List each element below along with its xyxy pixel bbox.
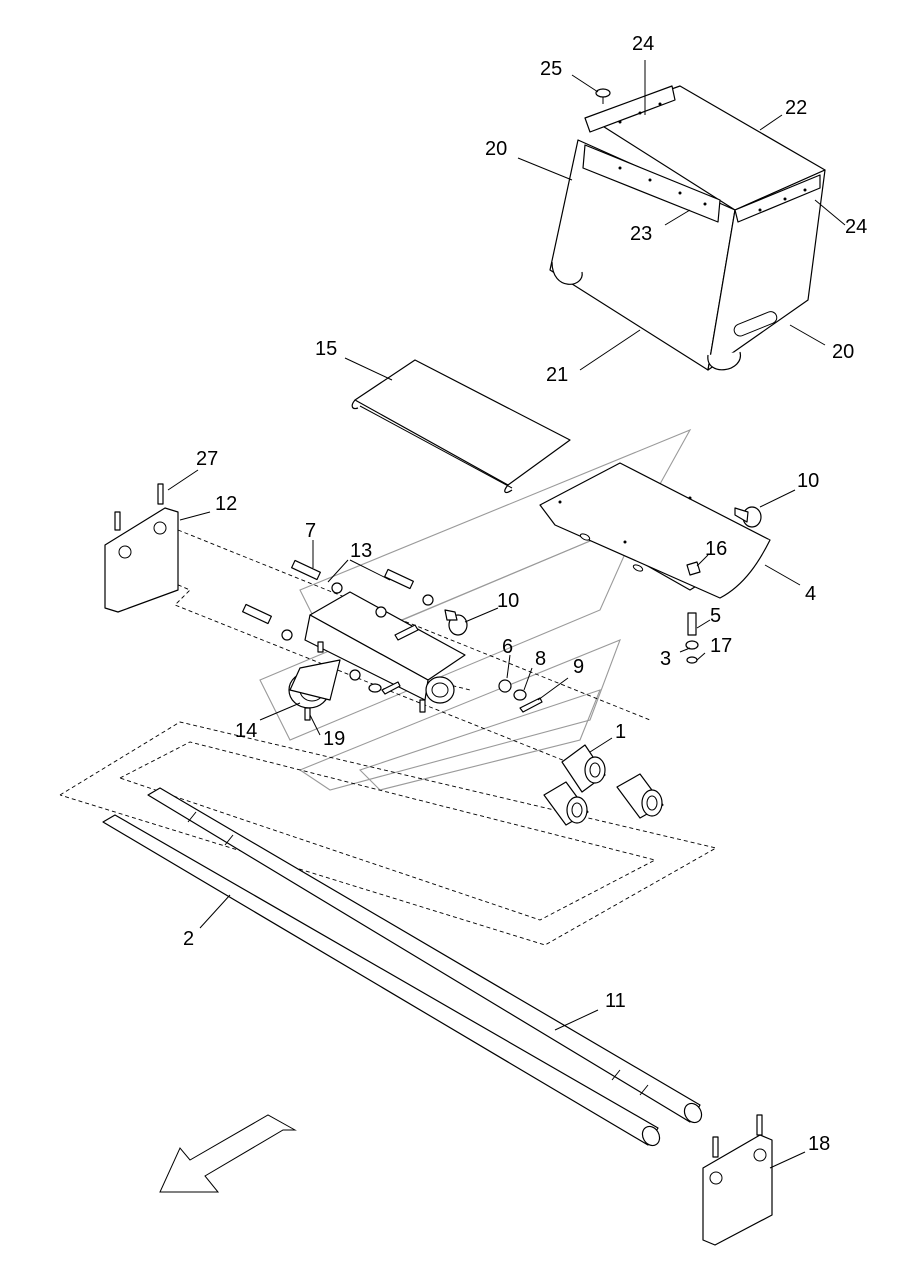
yoke-assembly [242,559,468,721]
callout-15: 15 [315,338,337,360]
callout-3: 3 [660,648,671,670]
callout-13: 13 [350,540,372,562]
callout-24: 24 [845,216,867,238]
direction-arrow-icon [159,1114,297,1193]
callout-20: 20 [832,341,854,363]
callout-17: 17 [710,635,732,657]
callout-11: 11 [605,990,626,1012]
callout-12: 12 [215,493,237,515]
bracket-18 [702,1114,773,1246]
bushings-1 [543,744,664,826]
callout-22: 22 [785,97,807,119]
plate-15 [351,359,571,494]
callout-16: 16 [705,538,727,560]
callout-2: 2 [183,928,194,950]
shafts-2-11 [102,787,703,1147]
callout-5: 5 [710,605,721,627]
callout-8: 8 [535,648,546,670]
callout-21: 21 [546,364,568,386]
callout-10: 10 [797,470,819,492]
hardware-6-8-9 [498,679,543,713]
callout-9: 9 [573,656,584,678]
callout-7: 7 [305,520,316,542]
callout-18: 18 [808,1133,830,1155]
callout-1: 1 [615,721,626,743]
bracket-12 [104,483,179,613]
callout-24: 24 [632,33,654,55]
leader-lines [167,60,846,1169]
knob-10-right [734,506,762,528]
callout-6: 6 [502,636,513,658]
callout-23: 23 [630,223,652,245]
cover-box [549,85,826,371]
guard-4 [539,462,771,599]
callout-labels: 24 25 22 20 23 24 20 21 15 27 12 10 7 13… [183,33,867,1155]
callout-20: 20 [485,138,507,160]
callout-14: 14 [235,720,257,742]
callout-25: 25 [540,58,562,80]
knob-25 [595,88,611,104]
bolt-hardware-right [685,561,701,664]
callout-19: 19 [323,728,345,750]
callout-27: 27 [196,448,218,470]
callout-4: 4 [805,583,816,605]
callout-10: 10 [497,590,519,612]
